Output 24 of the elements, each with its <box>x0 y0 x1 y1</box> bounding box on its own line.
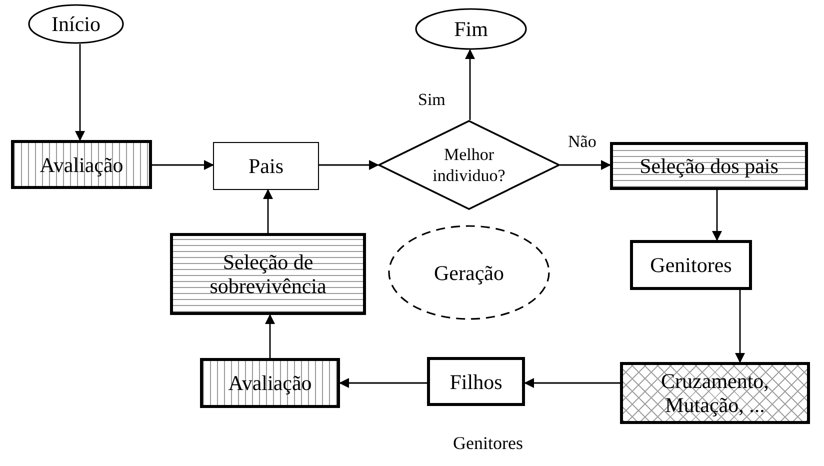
start-ellipse: Início <box>28 4 124 44</box>
group-ellipse: Geração <box>388 225 550 320</box>
arrow <box>75 44 85 141</box>
arrow <box>152 160 214 170</box>
caption-text: Genitores <box>453 432 523 454</box>
arrow <box>735 290 745 363</box>
arrow <box>263 189 273 233</box>
process-box: Seleção de sobrevivência <box>170 233 366 315</box>
arrow <box>712 190 722 241</box>
end-ellipse: Fim <box>415 8 527 50</box>
arrow <box>339 378 427 388</box>
process-box: Avaliação <box>11 140 152 189</box>
arrow <box>265 314 275 358</box>
process-box: Seleção dos pais <box>610 142 808 190</box>
process-box: Cruzamento, Mutação, ... <box>620 362 810 424</box>
arrow <box>524 378 620 388</box>
decision-diamond: Melhor individuo? <box>378 120 560 210</box>
process-box: Filhos <box>427 357 525 406</box>
arrow <box>319 160 379 170</box>
process-box: Avaliação <box>200 358 340 408</box>
arrow <box>465 49 475 120</box>
arrow <box>560 160 611 170</box>
process-box: Genitores <box>630 240 752 290</box>
process-box: Pais <box>213 142 319 190</box>
